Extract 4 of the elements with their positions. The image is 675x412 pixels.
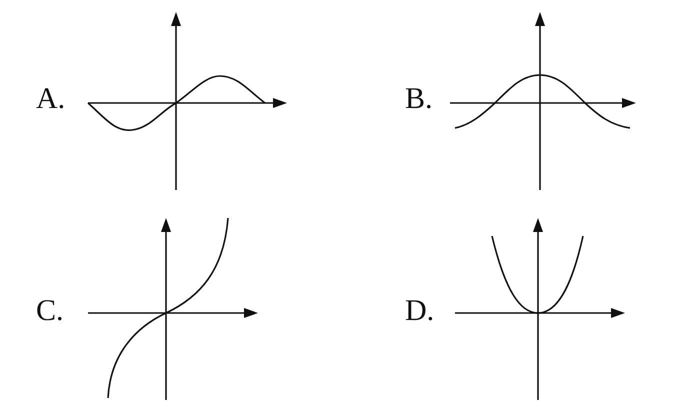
option-label: D. [405, 296, 434, 326]
option-label: C. [36, 296, 64, 326]
option-label: B. [405, 84, 433, 114]
option-label: A. [36, 84, 66, 114]
